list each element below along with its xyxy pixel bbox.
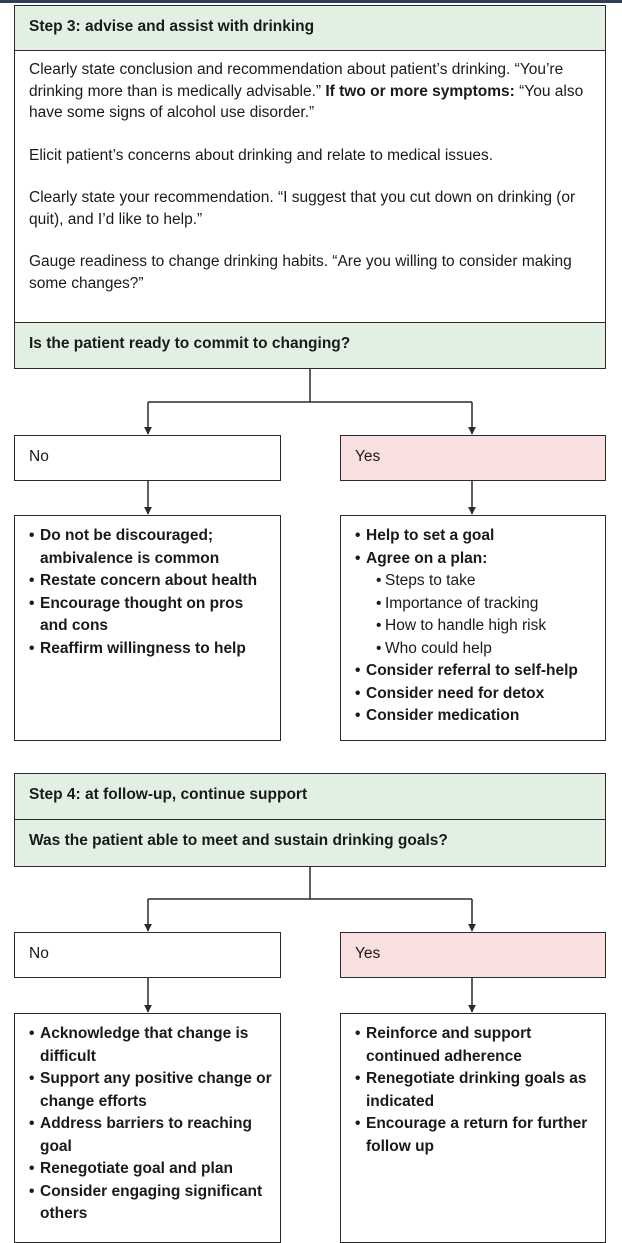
step4-no-list: Acknowledge that change is difficult Sup… bbox=[15, 1014, 280, 1226]
step4-header-text: Step 4: at follow-up, continue support bbox=[29, 786, 308, 803]
top-accent-bar bbox=[0, 0, 622, 3]
step3-no-box: No bbox=[14, 435, 281, 481]
step4-yes-list: Reinforce and support continued adherenc… bbox=[341, 1014, 605, 1158]
step3-header: Step 3: advise and assist with drinking bbox=[14, 5, 606, 51]
advice-condition-bold: If two or more symptoms: bbox=[325, 82, 515, 100]
list-item: Support any positive change or change ef… bbox=[29, 1068, 272, 1113]
step3-advice-panel: Clearly state conclusion and recommendat… bbox=[14, 50, 606, 323]
step3-yes-actions: Help to set a goal Agree on a plan: Step… bbox=[340, 515, 606, 741]
list-item: Reinforce and support continued adherenc… bbox=[355, 1023, 597, 1068]
list-item: Address barriers to reaching goal bbox=[29, 1113, 272, 1158]
step3-no-label: No bbox=[29, 448, 49, 465]
advice-condition-text: “You also have some signs of alcohol use… bbox=[29, 82, 584, 122]
step4-no-actions: Acknowledge that change is difficult Sup… bbox=[14, 1013, 281, 1243]
step3-question-text: Is the patient ready to commit to changi… bbox=[29, 335, 351, 352]
step3-advice-text: Clearly state conclusion and recommendat… bbox=[15, 51, 605, 294]
list-item: Consider medication bbox=[355, 705, 597, 728]
step4-no-box: No bbox=[14, 932, 281, 978]
list-item: Consider engaging significant others bbox=[29, 1181, 272, 1226]
step3-no-actions: Do not be discouraged; ambivalence is co… bbox=[14, 515, 281, 741]
sub-list-item: Importance of tracking bbox=[376, 593, 597, 616]
advice-conclusion-text: Clearly state conclusion and recommendat… bbox=[29, 61, 564, 100]
list-item-plan: Agree on a plan: Steps to take Importanc… bbox=[355, 548, 597, 661]
sub-list-item: Who could help bbox=[376, 638, 597, 661]
advice-paragraph-concerns: Elicit patient’s concerns about drinking… bbox=[29, 146, 494, 164]
step3-yes-list: Help to set a goal Agree on a plan: Step… bbox=[341, 516, 605, 728]
list-item: Encourage thought on pros and cons bbox=[29, 593, 272, 638]
step3-header-text: Step 3: advise and assist with drinking bbox=[29, 18, 315, 35]
step3-no-list: Do not be discouraged; ambivalence is co… bbox=[15, 516, 280, 660]
advice-paragraph-conclusion: Clearly state conclusion and recommendat… bbox=[29, 59, 591, 124]
list-item: Consider referral to self-help bbox=[355, 660, 597, 683]
advice-paragraph-readiness: Gauge readiness to change drinking habit… bbox=[29, 253, 572, 292]
plan-sub-list: Steps to take Importance of tracking How… bbox=[366, 570, 597, 660]
step4-yes-box: Yes bbox=[340, 932, 606, 978]
list-item: Consider need for detox bbox=[355, 683, 597, 706]
step4-question: Was the patient able to meet and sustain… bbox=[14, 819, 606, 867]
list-item: Do not be discouraged; ambivalence is co… bbox=[29, 525, 272, 570]
list-item: Reaffirm willingness to help bbox=[29, 638, 272, 661]
sub-list-item: How to handle high risk bbox=[376, 615, 597, 638]
step4-no-label: No bbox=[29, 945, 49, 962]
list-item: Renegotiate drinking goals as indicated bbox=[355, 1068, 597, 1113]
step4-yes-label: Yes bbox=[355, 945, 381, 962]
step4-question-text: Was the patient able to meet and sustain… bbox=[29, 832, 448, 849]
list-item: Acknowledge that change is difficult bbox=[29, 1023, 272, 1068]
step3-yes-box: Yes bbox=[340, 435, 606, 481]
advice-paragraph-recommendation: Clearly state your recommendation. “I su… bbox=[29, 189, 576, 228]
list-item-goal: Help to set a goal bbox=[355, 525, 597, 548]
step4-header: Step 4: at follow-up, continue support bbox=[14, 773, 606, 820]
step4-yes-actions: Reinforce and support continued adherenc… bbox=[340, 1013, 606, 1243]
list-item: Encourage a return for further follow up bbox=[355, 1113, 597, 1158]
step3-yes-label: Yes bbox=[355, 448, 381, 465]
plan-label: Agree on a plan: bbox=[366, 549, 488, 567]
step3-question: Is the patient ready to commit to changi… bbox=[14, 322, 606, 369]
list-item: Restate concern about health bbox=[29, 570, 272, 593]
list-item: Renegotiate goal and plan bbox=[29, 1158, 272, 1181]
sub-list-item: Steps to take bbox=[376, 570, 597, 593]
